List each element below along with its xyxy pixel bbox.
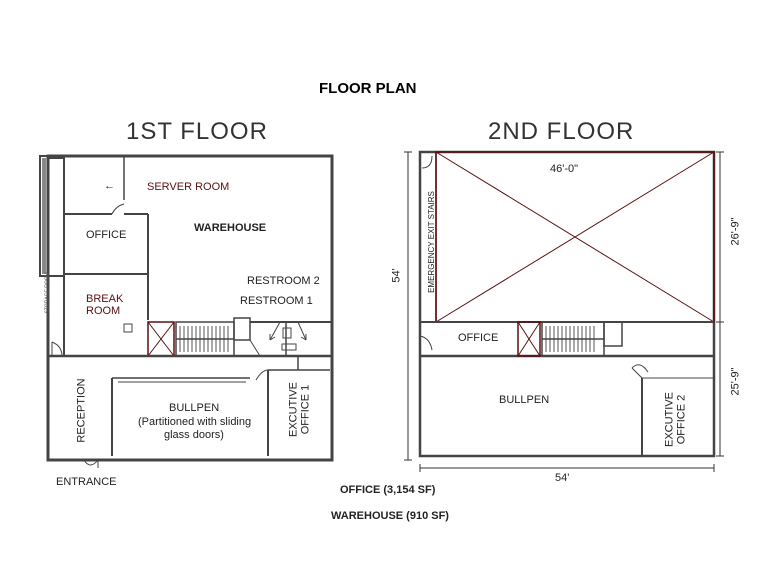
bullpen-1-label: BULLPEN bbox=[169, 402, 220, 414]
warehouse-label: WAREHOUSE bbox=[194, 222, 267, 234]
executive-office-1-label-1: EXCUTIVE bbox=[287, 382, 300, 438]
entrance-door bbox=[83, 459, 99, 466]
executive-office-2-label-1: EXCUTIVE bbox=[663, 392, 676, 448]
dimension-top-inner: 46'-0" bbox=[550, 163, 579, 175]
first-floor-outer-wall bbox=[46, 154, 334, 462]
second-floor-plan bbox=[404, 150, 724, 472]
warehouse-area-summary: WAREHOUSE (910 SF) bbox=[331, 510, 449, 522]
executive-office-2-label-2: OFFICE 2 bbox=[675, 394, 688, 445]
dimension-lines bbox=[404, 151, 724, 472]
break-room-label-2: ROOM bbox=[86, 305, 121, 317]
bullpen-2-label: BULLPEN bbox=[499, 394, 550, 406]
bullpen-note-line-1: (Partitioned with sliding bbox=[138, 416, 252, 428]
entrance-label: ENTRANCE bbox=[56, 476, 117, 488]
server-room-label-arrow: ← bbox=[104, 180, 115, 192]
dimension-right-upper: 26'-9" bbox=[729, 217, 742, 246]
server-room-door bbox=[111, 203, 125, 215]
storage-room-label: STORAGE ROOM bbox=[44, 272, 51, 314]
reception-label: RECEPTION bbox=[75, 378, 88, 443]
restroom-1-label: RESTROOM 1 bbox=[240, 295, 313, 307]
office-label: OFFICE bbox=[86, 229, 127, 241]
dimension-right-lower: 25'-9" bbox=[729, 367, 742, 396]
office-area-summary: OFFICE (3,154 SF) bbox=[340, 484, 436, 496]
first-floor-heading: 1ST FLOOR bbox=[126, 118, 268, 145]
emergency-exit-stairs-label: EMERGENCY EXIT STAIRS bbox=[427, 191, 436, 293]
dimension-bottom: 54' bbox=[555, 472, 570, 484]
second-floor-heading: 2ND FLOOR bbox=[488, 118, 635, 145]
bullpen-note-line-2: glass doors) bbox=[164, 429, 224, 441]
break-room-label-1: BREAK bbox=[86, 293, 124, 305]
executive-office-1-label-2: OFFICE 1 bbox=[299, 384, 312, 435]
restroom-2-label: RESTROOM 2 bbox=[247, 275, 320, 287]
page-title: FLOOR PLAN bbox=[319, 80, 417, 97]
server-room-label: SERVER ROOM bbox=[147, 181, 230, 193]
storage-closet-wall bbox=[39, 155, 49, 277]
second-floor-office-label: OFFICE bbox=[458, 332, 499, 344]
dimension-left: 54' bbox=[390, 268, 403, 283]
second-floor-shaft bbox=[517, 321, 541, 357]
first-floor-plan bbox=[39, 154, 334, 468]
